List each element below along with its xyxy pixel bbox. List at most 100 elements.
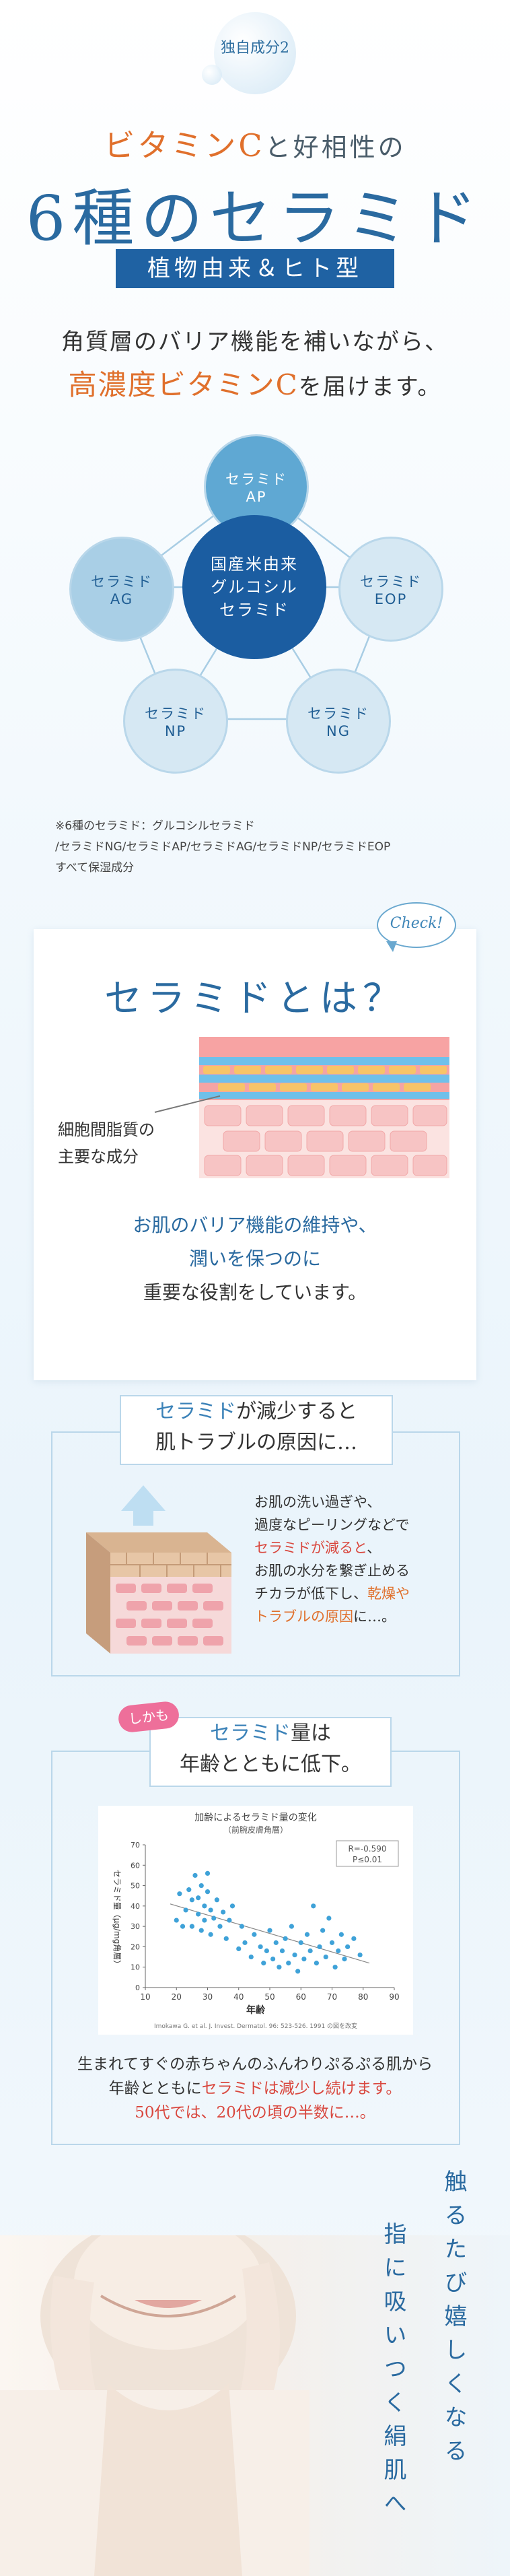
chart-point — [248, 1954, 254, 1960]
chart-point — [298, 1940, 303, 1945]
body-line-6: トラブルの原因に…。 — [254, 1605, 449, 1628]
body-ellipsis: に…。 — [353, 1608, 396, 1625]
chart-point — [289, 1924, 294, 1929]
chart-point — [279, 1948, 285, 1954]
chart-x-tick-label: 60 — [296, 1992, 306, 2002]
chart-point — [283, 1936, 288, 1941]
chart-point — [208, 1907, 213, 1913]
chart-point — [196, 1911, 201, 1917]
node-label: セラミド — [360, 574, 422, 590]
chart-point — [304, 1932, 310, 1937]
chart-point — [189, 1897, 194, 1903]
lead-line-1: 角質層のバリア機能を補いながら、 — [61, 329, 449, 355]
chart-point — [221, 1909, 226, 1915]
ceramide-role-text: お肌のバリア機能の維持や、 潤いを保つのに 重要な役割をしています。 — [0, 1209, 510, 1310]
body-line-1: お肌の洗い過ぎや、 — [254, 1494, 381, 1510]
chart-point — [336, 1948, 341, 1954]
age-title-amount: 量は — [291, 1722, 331, 1745]
lead-line-2: 高濃度ビタミンCを届けます。 — [0, 362, 510, 403]
chart-r-value: R=-0.590 — [348, 1844, 386, 1854]
node-type: AG — [110, 591, 134, 607]
chart-point — [180, 1924, 186, 1929]
chart-point — [261, 1961, 266, 1966]
chart-point — [252, 1932, 257, 1937]
role-line-1: お肌のバリア機能の維持や、 — [133, 1214, 377, 1236]
age-line-2: 年齢とともにセラミドは減少し続けます。 — [0, 2076, 510, 2101]
chart-point — [295, 1969, 301, 1974]
chart-y-tick-label: 50 — [131, 1882, 140, 1891]
age-line-2-red: セラミドは減少し続けます。 — [201, 2080, 402, 2097]
chart-point — [311, 1903, 316, 1909]
woman-face-illustration — [0, 2235, 309, 2576]
label-line-1: 細胞間脂質の — [58, 1120, 155, 1139]
chart-point — [198, 1928, 204, 1933]
chart-point — [202, 1918, 207, 1923]
chart-y-label: セラミド量（μg/mg角層） — [112, 1870, 122, 1969]
closing-visual — [0, 2235, 510, 2576]
chart-y-tick-label: 60 — [131, 1861, 140, 1870]
closing-line-1: 触るたび嬉しくなる — [440, 2169, 467, 2472]
chart-point — [323, 1954, 328, 1960]
age-title-ceramide: セラミド — [210, 1722, 291, 1745]
center-line-2: グルコシル — [211, 578, 298, 597]
body-line-3: セラミドが減ると、 — [254, 1536, 449, 1559]
center-line-1: 国産米由来 — [211, 555, 298, 574]
chart-y-tick-label: 40 — [131, 1902, 140, 1911]
chart-point — [326, 1916, 332, 1921]
body-comma: 、 — [367, 1540, 381, 1556]
chart-point — [329, 1940, 335, 1945]
subtitle-rest: と好相性の — [264, 133, 406, 162]
chart-trend-line — [170, 1903, 370, 1964]
chart-point — [258, 1944, 263, 1950]
decrease-title-line-2: 肌トラブルの原因に… — [155, 1431, 357, 1454]
chart-point — [338, 1932, 344, 1937]
chart-point — [301, 1957, 307, 1962]
age-title-line-2: 年齢とともに低下。 — [180, 1753, 361, 1776]
chart-point — [314, 1961, 319, 1966]
chart-points — [174, 1870, 363, 1974]
chart-x-tick-label: 70 — [327, 1992, 337, 2002]
chart-point — [183, 1907, 188, 1913]
chart-point — [307, 1948, 313, 1954]
chart-point — [242, 1940, 248, 1945]
check-badge: Check! — [377, 902, 456, 948]
node-label: セラミド — [225, 471, 287, 487]
chart-point — [345, 1944, 351, 1950]
role-line-2: 潤いを保つのに — [188, 1248, 321, 1270]
chart-point — [236, 1946, 242, 1952]
small-bubble — [202, 65, 222, 85]
decrease-title-line-1: セラミドが減少すると — [121, 1396, 392, 1427]
body-power-drops: チカラが低下し、 — [254, 1586, 367, 1602]
chart-point — [227, 1918, 232, 1923]
body-line-4: お肌の水分を繋ぎ止める — [254, 1563, 410, 1579]
chart-point — [239, 1924, 244, 1929]
footnote-line-3: すべて保湿成分 — [55, 861, 135, 875]
chart-point — [320, 1928, 326, 1933]
chart-source: Imokawa G. et al. J. Invest. Dermatol. 9… — [154, 2022, 357, 2030]
ceramide-ag-node: セラミド AG — [69, 537, 174, 642]
chart-point — [277, 1965, 282, 1970]
center-line-3: セラミド — [219, 601, 289, 619]
chart-point — [198, 1883, 204, 1889]
chart-point — [202, 1903, 207, 1909]
chart-point — [286, 1961, 291, 1966]
lead-vitamin-c: 高濃度ビタミンC — [68, 368, 299, 401]
ceramide-footnote: ※6種のセラミド：グルコシルセラミド /セラミドNG/セラミドAP/セラミドAG… — [55, 816, 472, 879]
age-line-2-a: 年齢とともに — [108, 2080, 202, 2097]
title-decrease: が減少すると — [236, 1400, 357, 1423]
chart-x-tick-label: 30 — [203, 1992, 213, 2002]
chart-point — [357, 1952, 363, 1958]
age-title-line-1: セラミド量は — [151, 1718, 390, 1749]
chart-point — [342, 1957, 347, 1962]
chart-y-tick-label: 20 — [131, 1942, 140, 1951]
chart-x-tick-label: 50 — [264, 1992, 275, 2002]
chart-point — [292, 1952, 297, 1958]
chart-point — [211, 1916, 217, 1921]
chart-title: 加齢によるセラミド量の変化 — [194, 1812, 317, 1823]
unique-ingredient-badge: 独自成分2 — [221, 40, 289, 57]
age-card-title: セラミド量は 年齢とともに低下。 — [149, 1717, 392, 1787]
chart-y-tick-label: 10 — [131, 1963, 140, 1972]
body-trouble-cause: トラブルの原因 — [254, 1608, 353, 1625]
